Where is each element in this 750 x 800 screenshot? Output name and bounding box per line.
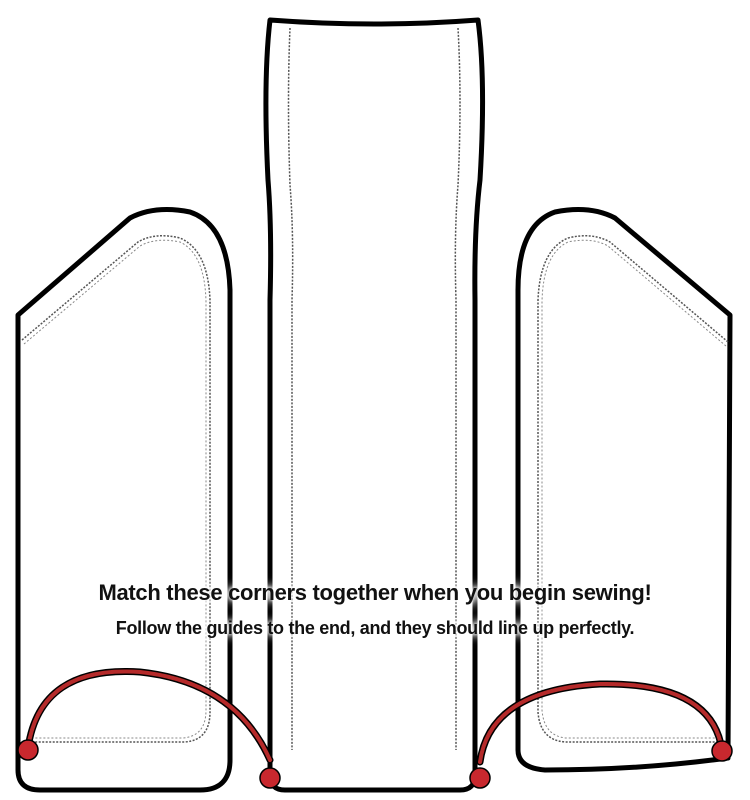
instruction-subline: Follow the guides to the end, and they s…: [115, 618, 635, 638]
right-panel-outline: [515, 207, 733, 773]
left-panel: [15, 207, 233, 793]
center-strip-outline: [263, 17, 486, 793]
center-strip-right-seam-guide: [454, 27, 461, 750]
left-panel-seam-guide-inner: [23, 239, 207, 739]
match-marker-center-right: [469, 767, 491, 789]
match-marker-center-left: [259, 767, 281, 789]
left-panel-seam-guide: [21, 235, 211, 743]
instruction-headline: Match these corners together when you be…: [98, 580, 652, 605]
right-panel-seam-guide-inner: [541, 239, 727, 739]
left-guide-arc-fill: [26, 669, 272, 762]
match-marker-left-panel: [17, 739, 39, 761]
right-guide-arc-fill: [478, 681, 724, 764]
left-panel-outline: [15, 207, 233, 793]
right-panel: [515, 207, 733, 773]
right-panel-seam-guide: [537, 235, 729, 743]
center-strip-left-seam-guide: [287, 27, 294, 750]
match-marker-right-panel: [711, 740, 733, 762]
center-strip: [263, 17, 486, 793]
